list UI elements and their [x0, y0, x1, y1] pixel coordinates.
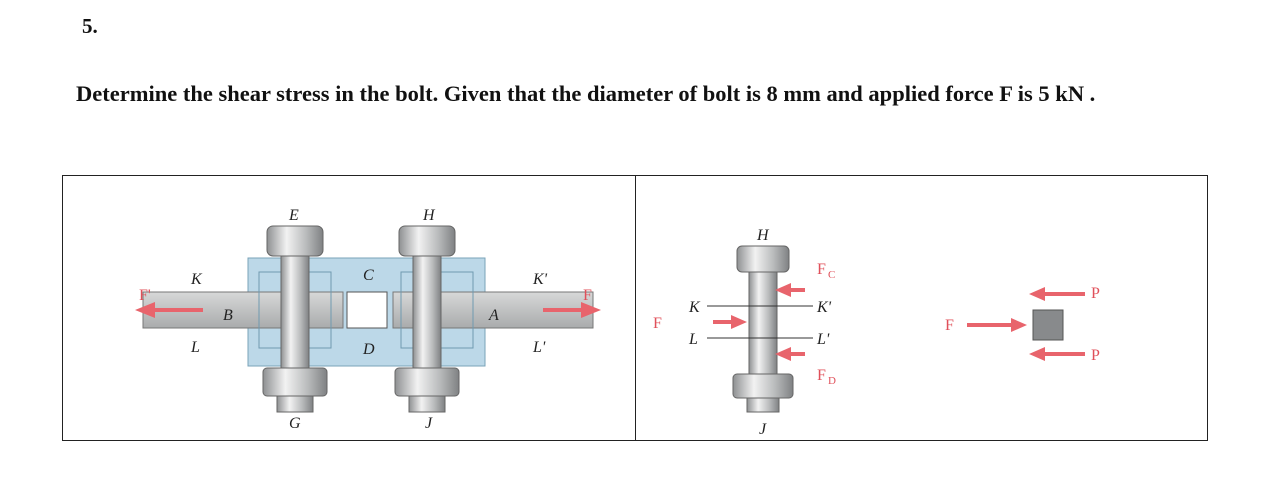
- gap-window: [346, 291, 388, 329]
- label-B: B: [223, 307, 233, 324]
- bolted-joint-panel: E H C K K' B A L L' D G J F' F: [63, 176, 636, 440]
- force-arrow-right: [543, 302, 601, 318]
- force-arrow-P-top: [1029, 287, 1085, 301]
- force-arrow-FD: [775, 347, 805, 361]
- label-F: F: [653, 315, 662, 332]
- free-body-panel: H K L K' L' J F F C F D F P P: [635, 176, 1207, 440]
- label-P-top: P: [1091, 285, 1100, 302]
- label-FC: F: [817, 261, 826, 278]
- label-A: A: [488, 307, 499, 324]
- label-L: L: [190, 339, 200, 356]
- shear-element: [1032, 309, 1064, 341]
- label-D: D: [362, 341, 375, 358]
- label-K: K: [190, 271, 203, 288]
- label-FD-sub: D: [828, 375, 836, 387]
- bolt-free-body: [732, 245, 794, 413]
- label-J: J: [759, 421, 767, 438]
- figure-box: E H C K K' B A L L' D G J F' F: [62, 175, 1208, 441]
- bolt-EG: [262, 225, 328, 413]
- force-arrow-F2: [967, 318, 1027, 332]
- label-F: F: [583, 287, 592, 304]
- force-arrow-F: [713, 315, 747, 329]
- label-P-bottom: P: [1091, 347, 1100, 364]
- label-G: G: [289, 415, 301, 432]
- label-E: E: [288, 207, 299, 224]
- label-K: K: [688, 299, 701, 316]
- label-FC-sub: C: [828, 269, 835, 281]
- problem-statement: Determine the shear stress in the bolt. …: [76, 81, 1096, 106]
- bolted-joint-diagram: E H C K K' B A L L' D G J F' F: [135, 207, 601, 432]
- bolt-HJ: [394, 225, 460, 413]
- label-FD: F: [817, 367, 826, 384]
- force-arrow-FC: [775, 283, 805, 297]
- label-F-prime: F': [139, 287, 151, 304]
- label-K-prime: K': [816, 299, 832, 316]
- force-arrow-left: [135, 302, 203, 318]
- problem-number: 5.: [82, 14, 98, 38]
- label-L-prime: L': [532, 339, 546, 356]
- label-L: L: [688, 331, 698, 348]
- label-C: C: [363, 267, 374, 284]
- label-K-prime: K': [532, 271, 548, 288]
- free-body-diagram: H K L K' L' J F F C F D F P P: [653, 227, 1100, 438]
- label-J: J: [425, 415, 433, 432]
- force-arrow-P-bottom: [1029, 347, 1085, 361]
- label-L-prime: L': [816, 331, 830, 348]
- label-H: H: [422, 207, 436, 224]
- label-F2: F: [945, 317, 954, 334]
- label-H: H: [756, 227, 770, 244]
